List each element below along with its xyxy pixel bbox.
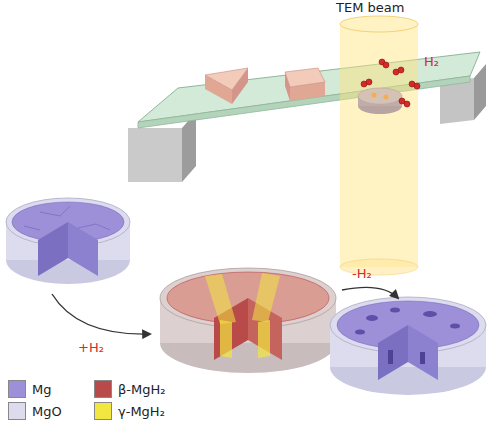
legend-swatch bbox=[94, 402, 112, 420]
process-arrow bbox=[52, 294, 150, 334]
legend-swatch bbox=[8, 380, 26, 398]
legend-swatch bbox=[94, 380, 112, 398]
legend-text: Mg bbox=[32, 382, 51, 397]
legend-text: β-MgH₂ bbox=[118, 382, 165, 397]
legend-entry: γ-MgH₂ bbox=[94, 402, 165, 420]
tem-beam bbox=[340, 16, 418, 275]
process-label: +H₂ bbox=[78, 340, 104, 356]
square-sample bbox=[285, 68, 325, 101]
hydrogen-molecules bbox=[361, 59, 420, 107]
legend-entry: β-MgH₂ bbox=[94, 380, 165, 398]
process-label: -H₂ bbox=[352, 266, 372, 282]
hydride-disc bbox=[160, 268, 336, 373]
legend-text: γ-MgH₂ bbox=[118, 404, 165, 419]
legend-text: MgO bbox=[32, 404, 62, 419]
support-block bbox=[128, 64, 486, 182]
glass-slide bbox=[138, 52, 480, 128]
legend-entry: MgO bbox=[8, 402, 62, 420]
gas-label: H₂ bbox=[424, 54, 439, 70]
process-arrow bbox=[342, 287, 398, 298]
beam-label: TEM beam bbox=[336, 0, 404, 16]
mg-disc bbox=[6, 198, 130, 284]
legend-entry: Mg bbox=[8, 380, 51, 398]
porous-mg-disc bbox=[330, 297, 486, 395]
triangle-sample bbox=[205, 68, 248, 104]
legend-swatch bbox=[8, 402, 26, 420]
